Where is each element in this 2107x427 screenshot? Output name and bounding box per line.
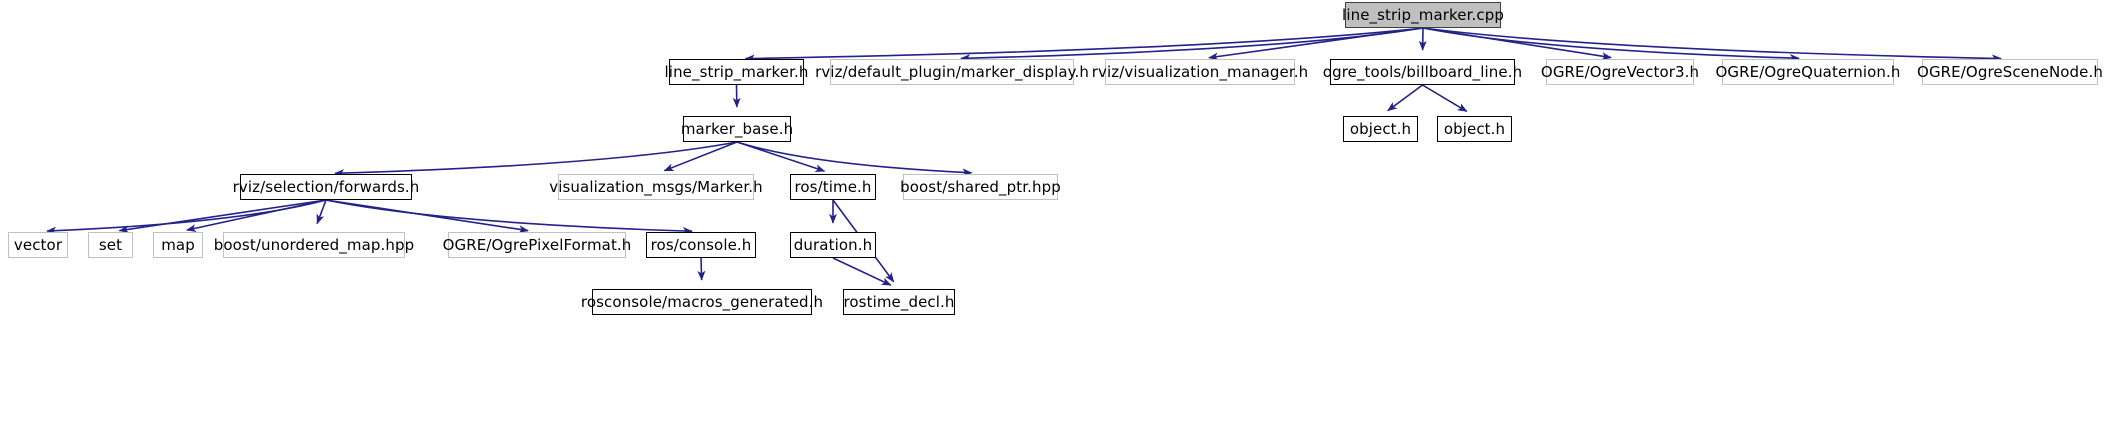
graph-edge-n11-to-n17 (186, 199, 327, 233)
graph-node-n5[interactable]: OGRE/OgreVector3.h (1541, 59, 1699, 85)
graph-node-label: marker_base.h (680, 119, 794, 138)
graph-edge-n21-to-n23 (832, 257, 892, 286)
graph-edge-n0-to-n1 (744, 27, 1424, 63)
graph-node-label: OGRE/OgreSceneNode.h (1917, 62, 2103, 81)
graph-edge-n4-to-n10 (1422, 84, 1468, 113)
graph-node-label: line_strip_marker.h (664, 62, 809, 81)
graph-node-label: OGRE/OgreQuaternion.h (1715, 62, 1901, 81)
graph-node-label: object.h (1443, 119, 1506, 138)
graph-node-n10[interactable]: object.h (1437, 116, 1512, 142)
graph-edge-n8-to-n12 (663, 141, 738, 172)
graph-node-n20[interactable]: ros/console.h (646, 232, 756, 258)
graph-node-n17[interactable]: map (153, 232, 203, 258)
graph-node-label: duration.h (793, 235, 873, 254)
graph-node-label: line_strip_marker.cpp (1342, 5, 1504, 24)
graph-edge-n0-to-n6 (1422, 27, 1800, 62)
graph-node-label: ogre_tools/billboard_line.h (1322, 62, 1523, 81)
graph-node-label: visualization_msgs/Marker.h (549, 177, 763, 196)
graph-node-n15[interactable]: vector (8, 232, 68, 258)
graph-edge-n8-to-n11 (334, 141, 738, 178)
graph-node-n22[interactable]: rosconsole/macros_generated.h (581, 289, 823, 315)
graph-node-label: ros/time.h (794, 177, 872, 196)
graph-edge-n0-to-n7 (1422, 27, 2002, 63)
graph-node-label: rviz/visualization_manager.h (1091, 62, 1309, 81)
graph-node-n2[interactable]: rviz/default_plugin/marker_display.h (815, 59, 1089, 85)
graph-node-n23[interactable]: rostime_decl.h (843, 289, 955, 315)
graph-edge-n11-to-n20 (325, 199, 693, 235)
graph-node-n9[interactable]: object.h (1343, 116, 1418, 142)
graph-node-label: ros/console.h (650, 235, 752, 254)
graph-node-n4[interactable]: ogre_tools/billboard_line.h (1323, 59, 1522, 85)
graph-node-label: OGRE/OgreVector3.h (1540, 62, 1700, 81)
graph-edge-n0-to-n3 (1208, 27, 1424, 61)
graph-node-n18[interactable]: boost/unordered_map.hpp (214, 232, 414, 258)
graph-node-label: vector (13, 235, 63, 254)
graph-edge-n11-to-n16 (118, 199, 327, 234)
graph-node-n0[interactable]: line_strip_marker.cpp (1342, 2, 1504, 28)
graph-edge-n8-to-n13 (736, 141, 826, 173)
graph-node-label: boost/unordered_map.hpp (213, 235, 415, 254)
graph-node-n12[interactable]: visualization_msgs/Marker.h (549, 174, 763, 200)
graph-node-label: boost/shared_ptr.hpp (900, 177, 1061, 196)
graph-node-n3[interactable]: rviz/visualization_manager.h (1092, 59, 1308, 85)
graph-edge-n0-to-n2 (960, 27, 1424, 63)
graph-node-label: set (98, 235, 123, 254)
graph-node-n1[interactable]: line_strip_marker.h (665, 59, 808, 85)
graph-node-label: rostime_decl.h (843, 292, 955, 311)
graph-edge-n4-to-n9 (1387, 84, 1423, 112)
graph-node-label: OGRE/OgrePixelFormat.h (442, 235, 632, 254)
graph-node-n7[interactable]: OGRE/OgreSceneNode.h (1917, 59, 2103, 85)
graph-edge-n8-to-n14 (736, 141, 973, 177)
graph-edge-n0-to-n5 (1422, 27, 1612, 61)
graph-node-n19[interactable]: OGRE/OgrePixelFormat.h (443, 232, 631, 258)
graph-edge-n20-to-n22 (697, 257, 706, 281)
graph-edge-n11-to-n19 (325, 199, 529, 234)
graph-node-label: rviz/selection/forwards.h (232, 177, 420, 196)
graph-node-label: object.h (1349, 119, 1412, 138)
graph-node-n16[interactable]: set (88, 232, 133, 258)
graph-node-n14[interactable]: boost/shared_ptr.hpp (900, 174, 1061, 200)
graph-node-n8[interactable]: marker_base.h (681, 116, 793, 142)
graph-node-label: map (161, 235, 195, 254)
graph-node-label: rosconsole/macros_generated.h (580, 292, 824, 311)
graph-node-n11[interactable]: rviz/selection/forwards.h (233, 174, 419, 200)
graph-edge-n11-to-n18 (316, 199, 327, 225)
graph-node-n6[interactable]: OGRE/OgreQuaternion.h (1715, 59, 1900, 85)
graph-node-n13[interactable]: ros/time.h (790, 174, 876, 200)
graph-edge-n11-to-n15 (46, 199, 327, 235)
graph-node-n21[interactable]: duration.h (790, 232, 876, 258)
graph-node-label: rviz/default_plugin/marker_display.h (815, 62, 1089, 81)
